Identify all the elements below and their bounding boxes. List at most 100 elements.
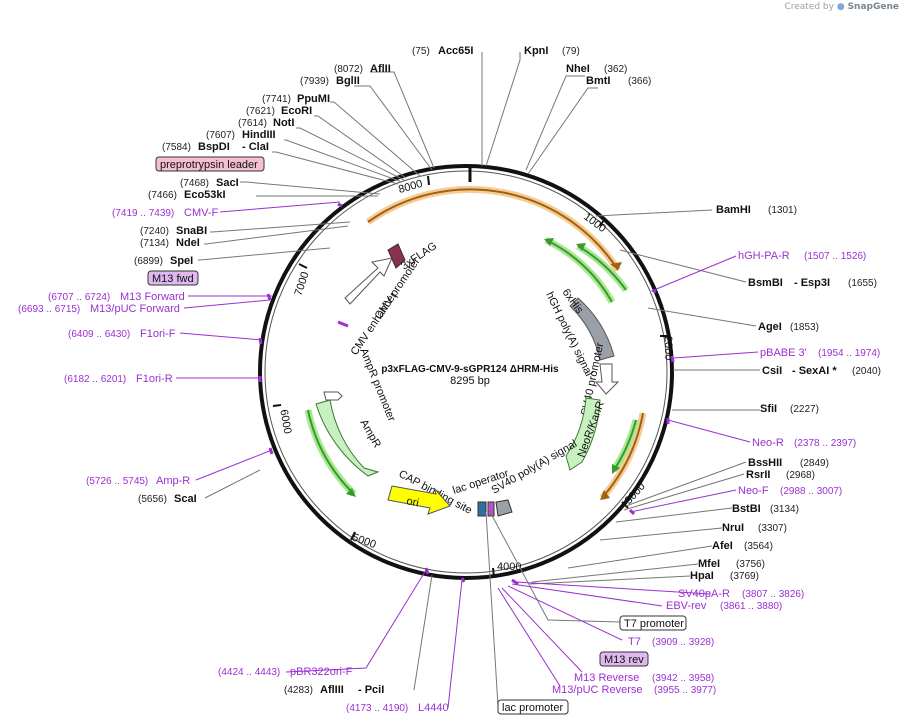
primer-cmvf-pos: (7419 .. 7439): [112, 208, 174, 219]
credit-prefix: Created by: [784, 2, 834, 12]
enzyme-hindiii-pos: (7607): [206, 130, 235, 141]
snapgene-credit: Created by ● SnapGene: [784, 2, 899, 12]
primer-m13pucf-pos: (6693 .. 6715): [18, 304, 80, 315]
boxed-label-m13rev: M13 rev: [599, 651, 649, 667]
enzyme-acc65i: Acc65I: [438, 45, 473, 57]
tick-marks: [272, 175, 669, 578]
feature-neor[interactable]: NeoR/KanR: [565, 397, 607, 471]
enzyme-bspdi-alt: - ClaI: [242, 141, 269, 153]
plasmid-backbone: [258, 164, 674, 580]
enzyme-ecori: EcoRI: [281, 105, 312, 117]
primer-pbabe3-pos: (1954 .. 1974): [818, 348, 880, 359]
primer-marks: [258, 202, 675, 586]
primer-pbr322: pBR322ori-F: [290, 666, 353, 678]
primer-t7-pos: (3909 .. 3928): [652, 637, 714, 648]
primer-sv40par-pos: (3807 .. 3826): [742, 589, 804, 600]
primer-sv40par: SV40pA-R: [678, 588, 730, 600]
enzyme-nrui-pos: (3307): [758, 523, 787, 534]
primer-lines: [176, 201, 759, 709]
enzyme-bsmbi-pos: (1655): [848, 278, 877, 289]
primer-neof-pos: (2988 .. 3007): [780, 486, 842, 497]
boxed-label-preprotrypsin: preprotrypsin leader: [155, 156, 265, 172]
enzyme-sfii-pos: (2227): [790, 404, 819, 415]
enzyme-bspdi-pos: (7584): [162, 142, 191, 153]
enzyme-bsmbi-alt: - Esp3I: [794, 277, 830, 289]
feature-ampr-promoter[interactable]: AmpR promoter: [323, 347, 398, 424]
enzyme-saci: SacI: [216, 177, 239, 189]
primer-m13pucf: M13/pUC Forward: [90, 303, 180, 315]
tick-2000: 2000: [662, 336, 675, 361]
enzyme-ppumi: PpuMI: [297, 93, 330, 105]
enzyme-bstbi: BstBI: [732, 503, 761, 515]
plasmid-backbone-inner: [264, 170, 668, 574]
primer-m13rev-pos: (3942 .. 3958): [652, 673, 714, 684]
plasmid-name: p3xFLAG-CMV-9-sGPR124 ΔHRM-His: [381, 364, 559, 375]
primer-hghpar: hGH-PA-R: [738, 250, 790, 262]
enzyme-hpai-pos: (3769): [730, 571, 759, 582]
enzyme-afliii-pos: (4283): [284, 685, 313, 696]
enzyme-bmti-pos: (366): [628, 76, 651, 87]
enzyme-aflii-pos: (8072): [334, 64, 363, 75]
enzyme-afliii: AflIII: [320, 684, 344, 696]
primer-ebvrev: EBV-rev: [666, 600, 707, 612]
primer-t7: T7: [628, 636, 641, 648]
enzyme-csii: CsiI: [762, 365, 782, 377]
t7-promoter-label: T7 promoter: [624, 618, 684, 630]
enzyme-hindiii: HindIII: [242, 129, 276, 141]
m13-fwd-label: M13 fwd: [152, 273, 194, 285]
snapgene-logo-icon: ●: [836, 2, 845, 12]
feature-cmv-enhancer[interactable]: CMV enhancer CMV promoter: [344, 255, 423, 358]
tick-7000: 7000: [293, 270, 312, 297]
feature-sv40-polya[interactable]: SV40 poly(A) signal: [490, 438, 580, 497]
enzyme-bsshii: BssHII: [748, 457, 782, 469]
feature-ori[interactable]: ori: [387, 485, 451, 515]
enzyme-agei: AgeI: [758, 321, 782, 333]
enzyme-bsmbi: BsmBI: [748, 277, 783, 289]
enzyme-bsshii-pos: (2849): [800, 458, 829, 469]
primer-f1orir: F1ori-R: [136, 373, 173, 385]
enzyme-acc65i-pos: (75): [412, 46, 430, 57]
primer-cmvf: CMV-F: [184, 207, 219, 219]
enzyme-bspdi: BspDI: [198, 141, 230, 153]
primer-neof: Neo-F: [738, 485, 769, 497]
connector-lines: [198, 52, 760, 707]
enzyme-bglii: BglII: [336, 75, 360, 87]
enzyme-nhei: NheI: [566, 63, 590, 75]
tick-6000: 6000: [277, 409, 293, 435]
enzyme-rsrii-pos: (2968): [786, 470, 815, 481]
enzyme-bamhi-pos: (1301): [768, 205, 797, 216]
lac-promoter-label: lac promoter: [502, 702, 563, 714]
preprotrypsin-leader-label: preprotrypsin leader: [160, 159, 258, 171]
enzyme-agei-pos: (1853): [790, 322, 819, 333]
enzyme-sfii: SfiI: [760, 403, 777, 415]
primer-neor: Neo-R: [752, 437, 784, 449]
primer-m13pucrev-pos: (3955 .. 3977): [654, 685, 716, 696]
feature-small-blocks: [477, 499, 513, 517]
enzyme-nhei-pos: (362): [604, 64, 627, 75]
enzyme-labels: (75) Acc65I KpnI (79) NheI (362) BmtI (3…: [134, 45, 881, 696]
enzyme-csii-pos: (2040): [852, 366, 881, 377]
feature-label-ampr: AmpR: [357, 418, 383, 451]
enzyme-aflii: AflII: [370, 63, 391, 75]
primer-m13pucrev: M13/pUC Reverse: [552, 684, 642, 696]
primer-l4440-pos: (4173 .. 4190): [346, 703, 408, 714]
enzyme-eco53ki: Eco53kI: [184, 189, 226, 201]
primer-m13rev: M13 Reverse: [574, 672, 639, 684]
boxed-label-lacpromoter: lac promoter: [497, 699, 569, 715]
enzyme-noti: NotI: [273, 117, 294, 129]
primer-neor-pos: (2378 .. 2397): [794, 438, 856, 449]
enzyme-bstbi-pos: (3134): [770, 504, 799, 515]
enzyme-snabi: SnaBI: [176, 225, 207, 237]
enzyme-hpai: HpaI: [690, 570, 714, 582]
enzyme-noti-pos: (7614): [238, 118, 267, 129]
enzyme-ndei-pos: (7134): [140, 238, 169, 249]
enzyme-saci-pos: (7468): [180, 178, 209, 189]
primer-pbabe3: pBABE 3': [760, 347, 807, 359]
enzyme-afei-pos: (3564): [744, 541, 773, 552]
primer-m13f: M13 Forward: [120, 291, 185, 303]
primer-labels: (7419 .. 7439) CMV-F (6707 .. 6724) M13 …: [18, 207, 880, 714]
enzyme-bglii-pos: (7939): [300, 76, 329, 87]
enzyme-nrui: NruI: [722, 522, 744, 534]
plasmid-size: 8295 bp: [450, 375, 490, 387]
